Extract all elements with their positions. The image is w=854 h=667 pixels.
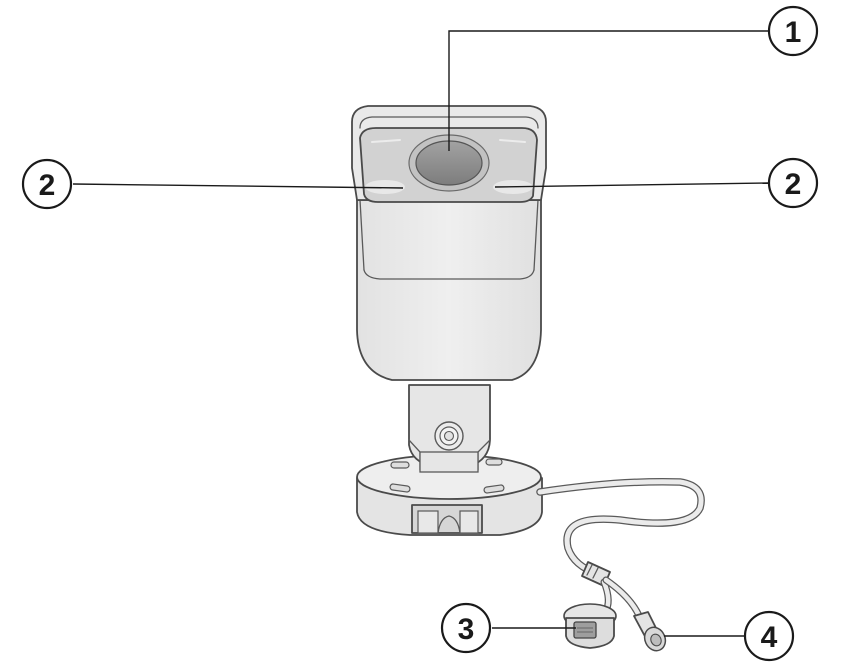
camera-cable: [536, 477, 705, 622]
leader-lens: [448, 30, 768, 151]
power-connector: [633, 611, 667, 652]
leader-ir-left: [72, 183, 404, 189]
ir-led-left: [365, 180, 405, 194]
callout-ir-left: 2: [21, 158, 73, 210]
front-glass: [359, 127, 538, 203]
callout-ir-right-number: 2: [785, 168, 802, 201]
callout-ir-left-number: 2: [39, 169, 56, 202]
callout-power-connector: 4: [743, 610, 795, 662]
callout-network-port-number: 3: [458, 613, 475, 646]
mount-bracket: [408, 384, 491, 473]
callout-lens-number: 1: [785, 16, 802, 49]
network-port: [563, 603, 617, 649]
callout-lens: 1: [767, 5, 819, 57]
callout-power-connector-number: 4: [761, 621, 778, 654]
callout-ir-right: 2: [767, 157, 819, 209]
leader-ir-right: [494, 182, 769, 188]
callout-network-port: 3: [440, 602, 492, 654]
leader-lines: [72, 30, 769, 637]
